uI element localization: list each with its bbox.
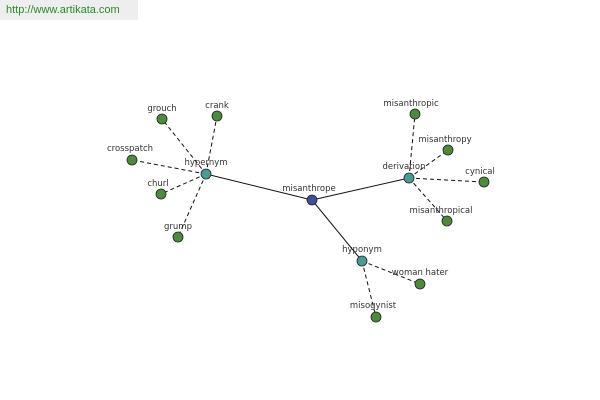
edge-crank <box>205 115 218 175</box>
relation-node-hypernym[interactable] <box>200 168 212 180</box>
leaf-label-grump[interactable]: grump <box>164 222 192 232</box>
edge-derivation <box>311 177 410 201</box>
url-banner: http://www.artikata.com <box>0 0 138 20</box>
edge-misanthropy <box>408 149 449 179</box>
leaf-label-churl[interactable]: churl <box>147 179 168 189</box>
edge-misanthropic <box>408 113 416 179</box>
edge-grouch <box>161 118 207 175</box>
leaf-node-grouch[interactable] <box>156 113 168 125</box>
leaf-label-misanthropic[interactable]: misanthropic <box>383 99 439 109</box>
leaf-label-misanthropical[interactable]: misanthropical <box>410 206 473 216</box>
leaf-node-woman-hater[interactable] <box>414 278 426 290</box>
edge-grump <box>177 173 207 238</box>
leaf-label-misanthropy[interactable]: misanthropy <box>418 135 471 145</box>
root-node-label[interactable]: misanthrope <box>282 184 336 194</box>
leaf-node-misanthropy[interactable] <box>442 144 454 156</box>
leaf-node-churl[interactable] <box>155 188 167 200</box>
edge-woman-hater <box>361 260 421 285</box>
leaf-label-misogynist[interactable]: misogynist <box>350 301 397 311</box>
edges <box>131 113 485 318</box>
root-node[interactable] <box>306 194 318 206</box>
edge-cynical <box>408 177 485 183</box>
leaf-node-crank[interactable] <box>211 110 223 122</box>
relation-node-derivation[interactable] <box>403 172 415 184</box>
leaf-node-misanthropical[interactable] <box>441 215 453 227</box>
edge-hypernym <box>205 173 313 201</box>
edge-misogynist <box>361 260 377 318</box>
leaf-node-grump[interactable] <box>172 231 184 243</box>
edge-hyponym <box>311 199 363 262</box>
edge-churl <box>160 173 207 195</box>
relation-label-hyponym[interactable]: hyponym <box>342 245 382 255</box>
leaf-label-cynical[interactable]: cynical <box>465 167 495 177</box>
edge-misanthropical <box>408 177 448 222</box>
leaf-label-crank[interactable]: crank <box>205 101 229 111</box>
relation-node-hyponym[interactable] <box>356 255 368 267</box>
nodes <box>126 108 490 323</box>
leaf-node-misogynist[interactable] <box>370 311 382 323</box>
leaf-label-grouch[interactable]: grouch <box>147 104 176 114</box>
leaf-label-crosspatch[interactable]: crosspatch <box>107 144 153 154</box>
edge-crosspatch <box>131 159 207 175</box>
leaf-node-crosspatch[interactable] <box>126 154 138 166</box>
relation-label-hypernym[interactable]: hypernym <box>184 158 227 168</box>
leaf-node-cynical[interactable] <box>478 176 490 188</box>
leaf-label-woman-hater[interactable]: woman hater <box>392 268 449 278</box>
relation-label-derivation[interactable]: derivation <box>382 162 425 172</box>
site-url[interactable]: http://www.artikata.com <box>6 4 120 16</box>
labels: misanthrope hypernym grouch crank crosspatch… <box>107 99 495 311</box>
leaf-node-misanthropic[interactable] <box>409 108 421 120</box>
